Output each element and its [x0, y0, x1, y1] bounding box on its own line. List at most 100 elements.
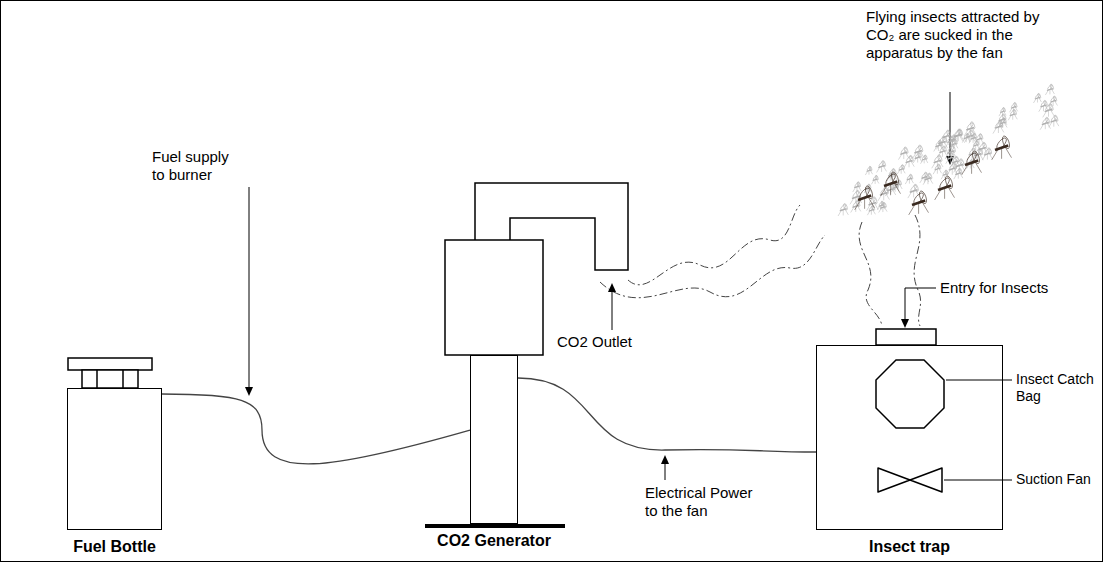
- insect-wing: [871, 205, 875, 211]
- insect-legs: [1033, 98, 1041, 103]
- insect-wing: [970, 121, 976, 129]
- insect-legs: [881, 183, 901, 196]
- insect-legs: [933, 169, 941, 175]
- insect-wing: [946, 130, 951, 138]
- label-holder: Suction Fan: [1016, 471, 1098, 488]
- insect-legs: [908, 190, 920, 198]
- insect-legs: [997, 119, 1007, 126]
- co2-generator: CO2 Generator: [470, 355, 518, 524]
- leader-line: [249, 187, 250, 388]
- insect-wing: [987, 147, 992, 154]
- insect-wing: [944, 175, 954, 189]
- label-holder: Flying insects attracted by CO₂ are suck…: [866, 8, 1071, 62]
- insect-wing: [843, 203, 848, 210]
- insect-wing: [903, 146, 908, 154]
- generator-base: [425, 524, 565, 528]
- insect-legs: [954, 173, 963, 179]
- insect-wing: [1013, 102, 1017, 108]
- insect-legs: [851, 206, 861, 213]
- insect-legs: [982, 153, 992, 160]
- insect-trap: Insect trap: [816, 345, 1003, 530]
- co2-plume: [600, 235, 825, 298]
- insect-wing: [881, 160, 886, 167]
- insect-legs: [947, 168, 957, 175]
- insect-legs: [921, 159, 928, 164]
- insect-legs: [998, 123, 1007, 129]
- insect-legs: [867, 210, 875, 215]
- insect-legs: [1043, 110, 1054, 118]
- fuel-bottle: Fuel Bottle: [67, 388, 162, 530]
- part-label: CO2 Outlet: [557, 333, 632, 350]
- insect-wing: [1043, 100, 1048, 107]
- insect-legs: [871, 179, 879, 184]
- bottle-neck: [82, 370, 138, 388]
- insect-wing: [857, 181, 861, 187]
- insect-wing: [855, 200, 860, 207]
- leader-line: [612, 290, 613, 330]
- insect-legs: [897, 169, 905, 174]
- insect-wing: [982, 142, 987, 150]
- part-label: Suction Fan: [1016, 471, 1091, 487]
- arrow-head: [608, 283, 616, 292]
- insect-wing: [1045, 117, 1050, 125]
- insect-wing: [913, 184, 919, 192]
- insect-wing: [950, 145, 956, 153]
- insect-wing: [1001, 135, 1011, 149]
- insect-wing: [909, 155, 914, 163]
- label-holder: Fuel supply to burner: [152, 148, 244, 184]
- label-holder: CO2 Outlet: [557, 333, 667, 351]
- insect-legs: [977, 148, 988, 155]
- insect-wing: [957, 129, 963, 137]
- insect-wing: [955, 156, 960, 163]
- device-title: CO2 Generator: [435, 532, 553, 549]
- device-title-holder: Fuel Bottle: [71, 538, 158, 556]
- label-holder: Electrical Power to the fan: [645, 484, 767, 520]
- arrow-head: [901, 319, 909, 328]
- insect-wing: [958, 168, 963, 175]
- label-holder: Insect Catch Bag: [1016, 371, 1098, 405]
- insect-legs: [950, 144, 958, 149]
- bottle-cap: [68, 358, 152, 370]
- insect-legs: [855, 197, 875, 210]
- insect-wing: [917, 152, 921, 158]
- insect-legs: [1045, 89, 1054, 95]
- insect-wing: [952, 162, 957, 170]
- insect-legs: [962, 137, 970, 142]
- insect-wing: [937, 154, 943, 162]
- insect-legs: [838, 209, 848, 216]
- connector-label: Electrical Power to the fan: [645, 484, 753, 519]
- insect-wing: [942, 145, 947, 152]
- insect-legs: [912, 151, 923, 159]
- insect-legs: [935, 187, 955, 200]
- insect-legs: [1008, 114, 1017, 120]
- insect-legs: [954, 165, 965, 173]
- device-title: Fuel Bottle: [71, 538, 158, 555]
- label-holder: Entry for Insects: [940, 279, 1080, 297]
- insect-legs: [993, 126, 1004, 133]
- insect-wing: [890, 171, 900, 185]
- leader-line: [665, 463, 666, 480]
- bottle-neck-line: [122, 370, 124, 388]
- insect-legs: [962, 162, 982, 175]
- bottle-neck-line: [96, 370, 98, 388]
- insect-wing: [979, 133, 984, 140]
- insect-wing: [973, 133, 977, 139]
- fuel-line: [162, 394, 470, 464]
- insect-legs: [1010, 107, 1018, 112]
- insect-wing: [959, 158, 965, 166]
- insect-legs: [972, 145, 980, 150]
- insect-legs: [1049, 121, 1059, 128]
- insect-wing: [872, 196, 878, 204]
- device-title-holder: Insect trap: [867, 538, 952, 556]
- insect-wing: [928, 173, 933, 180]
- note-text: Flying insects attracted by CO₂ are suck…: [866, 8, 1039, 61]
- entry-cap: [876, 329, 936, 345]
- co2-plume: [628, 205, 800, 285]
- insect-legs: [1049, 101, 1058, 107]
- insect-legs: [878, 193, 890, 201]
- insect-wing: [1002, 113, 1007, 120]
- insect-wing: [883, 186, 889, 194]
- connector-label: Fuel supply to burner: [152, 148, 229, 183]
- insect-legs: [879, 207, 887, 213]
